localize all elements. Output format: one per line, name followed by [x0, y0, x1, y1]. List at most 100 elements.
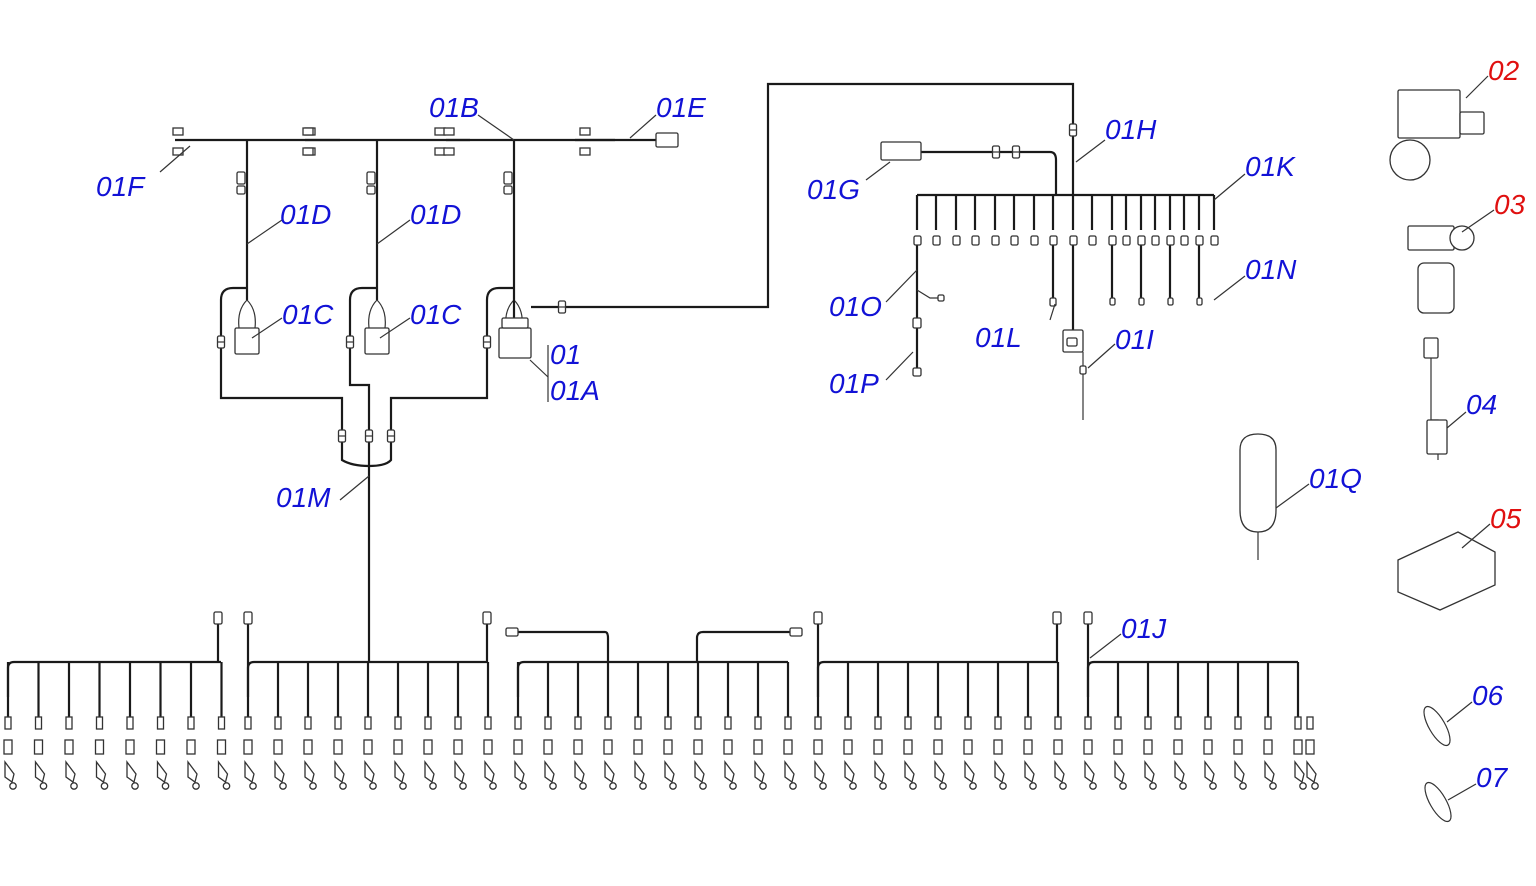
o-connector	[912, 317, 922, 329]
ecu-plug	[501, 317, 529, 329]
leader-line	[1089, 633, 1122, 659]
callout-03[interactable]: 03	[1494, 189, 1526, 220]
callout-06[interactable]: 06	[1472, 680, 1504, 711]
callout-01D-left[interactable]: 01D	[280, 199, 331, 230]
leader-line	[376, 219, 411, 245]
callout-01H[interactable]: 01H	[1105, 114, 1157, 145]
callout-02[interactable]: 02	[1488, 55, 1520, 86]
cable-tie-07	[1424, 781, 1452, 823]
small-connector	[503, 171, 513, 185]
nozzle-connector	[304, 716, 312, 730]
jumper-connector	[505, 627, 519, 637]
callout-01C-left[interactable]: 01C	[282, 299, 334, 330]
nozzle-tip	[909, 782, 917, 790]
nozzle-tip	[549, 782, 557, 790]
nozzle-plug	[1023, 739, 1033, 755]
callout-leaders	[159, 75, 1495, 801]
nozzle-tip	[999, 782, 1007, 790]
nozzle-connector	[994, 716, 1002, 730]
callout-01L[interactable]: 01L	[975, 322, 1022, 353]
boom-plug	[482, 611, 492, 625]
callout-01C-middle[interactable]: 01C	[410, 299, 462, 330]
leader-line	[1213, 275, 1246, 301]
n-connector	[1167, 297, 1174, 306]
nozzle-valve	[454, 760, 465, 784]
leader-line	[885, 269, 918, 303]
i-connector	[1079, 365, 1087, 375]
k-connector	[1137, 235, 1146, 246]
callout-01M[interactable]: 01M	[276, 482, 331, 513]
k-connector	[1030, 235, 1039, 246]
nozzle-tip	[429, 782, 437, 790]
nozzle-valve	[784, 760, 795, 784]
callout-01F[interactable]: 01F	[96, 171, 146, 202]
callout-01D-middle[interactable]: 01D	[410, 199, 461, 230]
nozzle-plug	[243, 739, 253, 755]
nozzle-valve	[34, 760, 46, 784]
nozzle-connector	[964, 716, 972, 730]
callout-04[interactable]: 04	[1466, 389, 1497, 420]
nozzle-plug	[423, 739, 433, 755]
nozzle-connector	[724, 716, 732, 730]
nozzle-plug	[963, 739, 973, 755]
nozzle-valve	[904, 760, 915, 784]
nozzle-plug	[1233, 739, 1243, 755]
nozzle-valve	[484, 760, 495, 784]
nozzle-connector	[1114, 716, 1122, 730]
fan-wire	[238, 299, 248, 329]
callout-01B[interactable]: 01B	[429, 92, 479, 123]
leader-line	[159, 145, 191, 173]
nozzle-valve	[1306, 760, 1317, 784]
leader-line	[865, 161, 891, 181]
small-connector	[236, 185, 246, 195]
boom-plug	[1052, 611, 1062, 625]
nozzle-connector	[604, 716, 612, 730]
nozzle-valve	[724, 760, 735, 784]
leader-line	[885, 351, 914, 381]
callout-01J[interactable]: 01J	[1121, 613, 1167, 644]
nozzle-connector	[1174, 716, 1182, 730]
callout-01A[interactable]: 01A	[550, 375, 600, 406]
nozzle-valve	[604, 760, 615, 784]
callout-01K[interactable]: 01K	[1245, 151, 1296, 182]
callout-07[interactable]: 07	[1476, 762, 1509, 793]
nozzle-plug	[543, 739, 553, 755]
nozzle-plug	[363, 739, 373, 755]
callout-01[interactable]: 01	[550, 339, 581, 370]
k-connector	[1088, 235, 1097, 246]
callout-01E[interactable]: 01E	[656, 92, 706, 123]
fan-wire	[376, 299, 386, 329]
nozzle-tip	[1239, 782, 1247, 790]
o-branch	[916, 289, 940, 299]
callout-05[interactable]: 05	[1490, 503, 1522, 534]
nozzle-connector	[4, 716, 12, 730]
callout-01N[interactable]: 01N	[1245, 254, 1297, 285]
callout-01Q[interactable]: 01Q	[1309, 463, 1362, 494]
callout-01P[interactable]: 01P	[829, 368, 879, 399]
nozzle-plug	[1293, 739, 1303, 755]
k-connector	[952, 235, 961, 246]
callout-01I[interactable]: 01I	[1115, 324, 1154, 355]
k-connector	[971, 235, 980, 246]
leader-line	[1461, 209, 1495, 233]
callout-01G[interactable]: 01G	[807, 174, 860, 205]
nozzle-plug	[813, 739, 823, 755]
section-connector	[172, 127, 184, 136]
nozzle-tip	[222, 782, 231, 790]
boom-bus	[6, 660, 221, 697]
nozzle-plug	[33, 739, 44, 755]
nozzle-tip	[161, 782, 170, 790]
nozzle-valve	[274, 760, 285, 784]
nozzle-valve	[1234, 760, 1245, 784]
nozzle-connector	[1024, 716, 1032, 730]
nozzle-valve	[694, 760, 705, 784]
callout-01O[interactable]: 01O	[829, 291, 882, 322]
loop-wire	[348, 286, 377, 338]
nozzle-tip	[609, 782, 617, 790]
solenoid-02	[1459, 111, 1485, 135]
nozzle-connector	[126, 716, 134, 730]
nozzle-plug	[125, 739, 135, 755]
nozzle-tip	[249, 782, 257, 790]
k-connector	[1151, 235, 1160, 246]
leader-line	[339, 475, 370, 501]
